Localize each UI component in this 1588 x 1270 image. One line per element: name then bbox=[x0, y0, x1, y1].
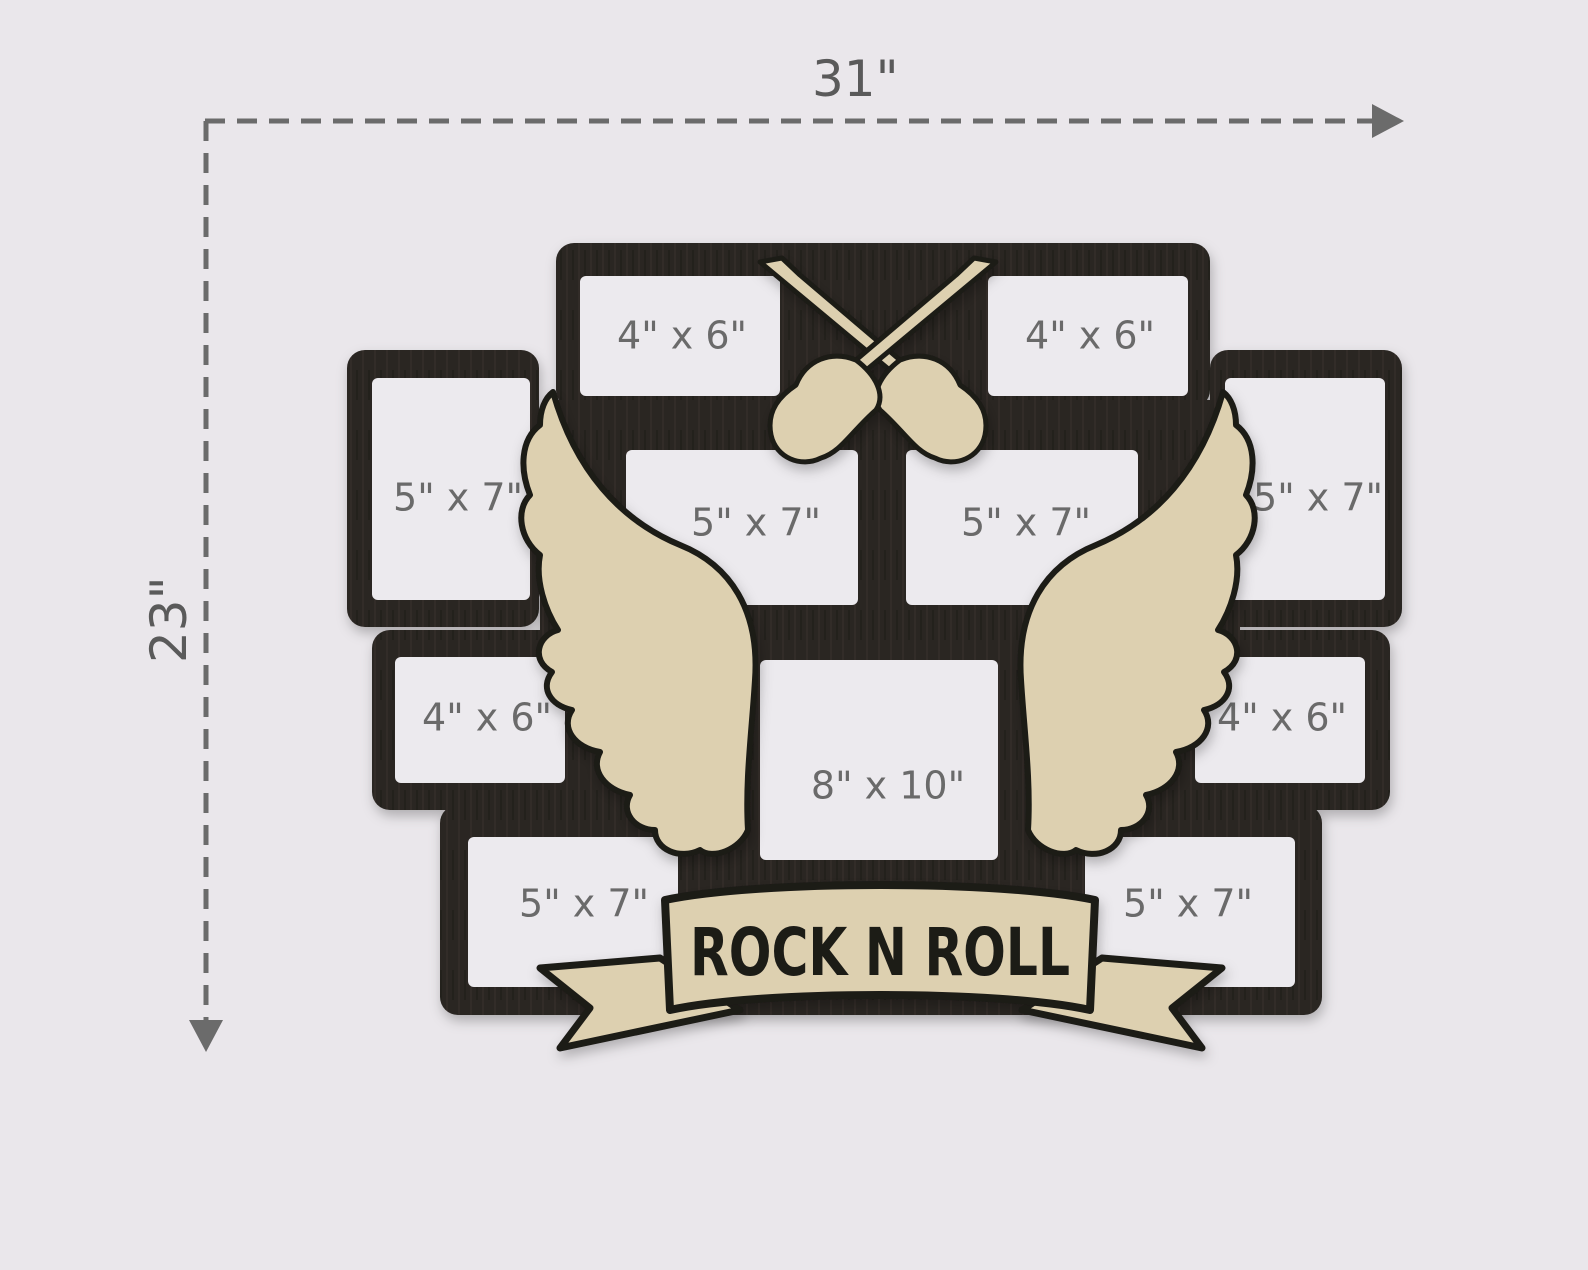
height-label: 23" bbox=[140, 576, 198, 663]
banner-center bbox=[661, 881, 1099, 1014]
slot-label-center-left: 5" x 7" bbox=[691, 501, 821, 545]
opening-top-right bbox=[988, 276, 1188, 396]
slot-label-center-right: 5" x 7" bbox=[961, 501, 1091, 545]
slot-label-top-left: 4" x 6" bbox=[617, 314, 747, 358]
height-dimension: 23" bbox=[140, 121, 223, 1052]
slot-label-right-middle: 4" x 6" bbox=[1217, 696, 1347, 740]
crossed-guitars-icon bbox=[757, 255, 999, 465]
opening-bottom-right bbox=[1085, 837, 1295, 987]
opening-bottom-left bbox=[468, 837, 678, 987]
width-dimension: 31" bbox=[205, 50, 1404, 138]
banner: ROCK N ROLL bbox=[536, 881, 1226, 1052]
arrow-right-icon bbox=[1372, 104, 1404, 138]
wing-left-icon bbox=[518, 389, 759, 857]
width-label: 31" bbox=[812, 50, 899, 108]
guitar-right-icon bbox=[767, 255, 999, 465]
arrow-down-icon bbox=[189, 1020, 223, 1052]
slot-labels: 4" x 6" 4" x 6" 5" x 7" 5" x 7" 5" x 7" … bbox=[393, 314, 1383, 926]
slot-label-top-right: 4" x 6" bbox=[1025, 314, 1155, 358]
opening-center bbox=[760, 660, 998, 860]
slot-label-bottom-right: 5" x 7" bbox=[1123, 882, 1253, 926]
opening-right-upper bbox=[1225, 378, 1385, 600]
banner-title: ROCK N ROLL bbox=[690, 914, 1070, 991]
slot-label-right-upper: 5" x 7" bbox=[1253, 476, 1383, 520]
wing-right-icon bbox=[1017, 389, 1258, 857]
opening-left-middle bbox=[395, 657, 565, 783]
slot-label-bottom-left: 5" x 7" bbox=[519, 882, 649, 926]
guitar-left-icon bbox=[757, 255, 989, 465]
slot-label-center: 8" x 10" bbox=[811, 764, 965, 808]
opening-top-left bbox=[580, 276, 780, 396]
slot-label-left-middle: 4" x 6" bbox=[422, 696, 552, 740]
opening-right-middle bbox=[1195, 657, 1365, 783]
wings bbox=[518, 389, 1258, 857]
opening-left-upper bbox=[372, 378, 530, 600]
slot-label-left-upper: 5" x 7" bbox=[393, 476, 523, 520]
